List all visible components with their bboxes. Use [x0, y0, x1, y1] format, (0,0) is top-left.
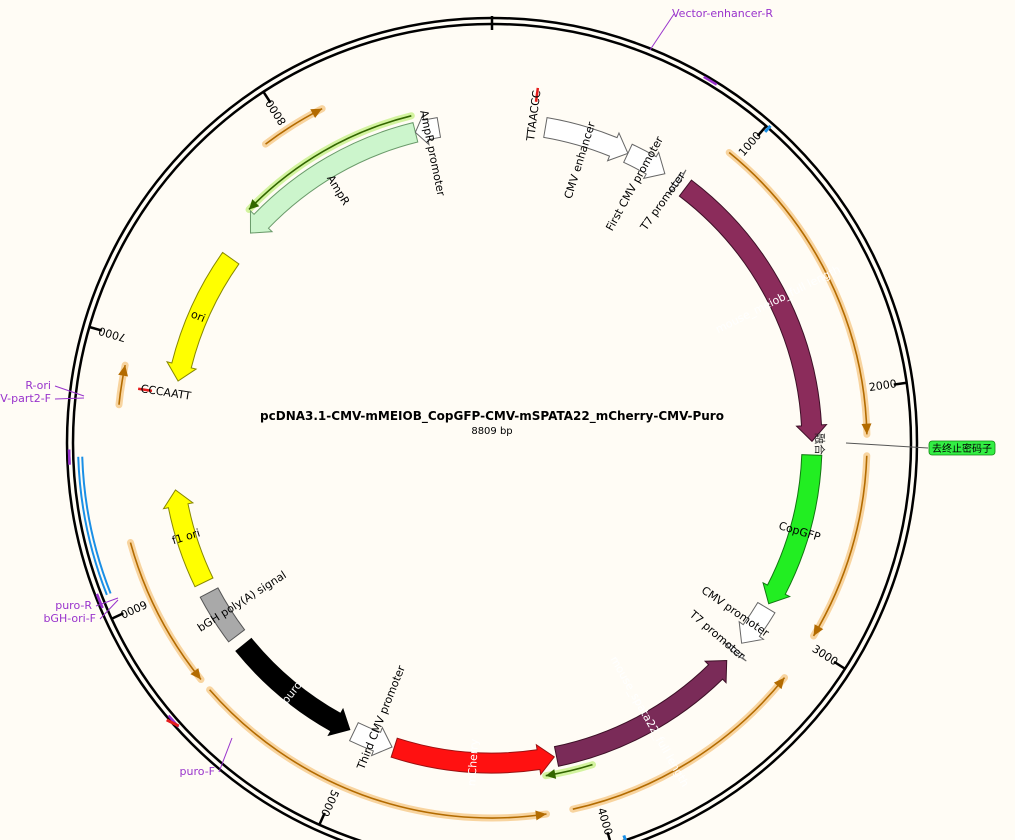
tick-mark — [318, 812, 326, 826]
site-mark-ttaaccc — [534, 87, 540, 102]
feature-t7-promoter-2 — [723, 641, 747, 662]
tick-mark — [89, 325, 103, 332]
feature-ampr — [249, 121, 419, 234]
coverage-arc — [81, 456, 112, 594]
orf-arrowhead — [190, 668, 201, 680]
plasmid-length: 8809 bp — [471, 426, 512, 437]
coverage-mark — [763, 124, 772, 133]
feature-first-cmv-promoter — [622, 143, 666, 180]
feature-label-ampr-promoter: AmpR promoter — [417, 109, 448, 198]
orf-arrowhead — [545, 769, 557, 779]
feature-label-mouse-meiob-full-length: mouse_meiob_full length — [714, 263, 843, 336]
orf-layer — [115, 105, 872, 822]
orf-arrowhead — [773, 677, 785, 690]
site-mark-cccaatt — [137, 387, 153, 393]
feature-ori — [165, 251, 240, 382]
orf-halo — [810, 452, 871, 640]
feature-puro — [235, 637, 351, 737]
feature-f1-ori — [162, 489, 214, 588]
stop-codon-badge — [928, 440, 996, 456]
feature-label-mcherry: mCherry — [465, 738, 481, 787]
tick-mark — [893, 381, 907, 386]
feature-mcherry — [390, 737, 555, 776]
coverage-mark — [622, 834, 627, 840]
tick-label: 5000 — [318, 788, 341, 819]
feature-copgfp — [762, 454, 823, 605]
primer-leader — [54, 385, 85, 397]
feature-cmv-enhancer — [543, 117, 629, 162]
orf-arc — [208, 689, 547, 819]
primer-mark — [703, 75, 718, 86]
feature-label-t7-promoter-1: T7 promoter — [637, 169, 688, 233]
feature-mouse-meiob-full-length — [678, 179, 828, 443]
tick-label: 3000 — [810, 642, 841, 668]
primer-leader — [95, 597, 119, 607]
site-label-ttaaccc: TTAACCC — [524, 89, 544, 142]
tick-mark — [262, 91, 272, 104]
feature-label-ampr: AmpR — [324, 173, 352, 208]
primer-mark — [95, 593, 104, 609]
tick-label: 7000 — [97, 324, 128, 344]
primer-label-vector-enhancer-r: Vector-enhancer-R — [672, 7, 773, 20]
primer-leader — [649, 13, 675, 51]
feature-label-ori: ori — [189, 308, 207, 326]
site-label-cccaatt: CCCAATT — [140, 382, 192, 403]
orf-arc — [812, 455, 868, 637]
puro-f-site-mark — [166, 718, 180, 728]
coverage-layer — [77, 124, 772, 840]
plasmid-name: pcDNA3.1-CMV-mMEIOB_CopGFP-CMV-mSPATA22_… — [260, 409, 724, 424]
tick-label: 4000 — [595, 806, 615, 837]
primer-leader — [99, 599, 119, 620]
tick-mark — [833, 660, 846, 670]
fusion-label: 融合 — [813, 433, 827, 455]
orf-arc — [572, 677, 786, 810]
tick-label: 6000 — [118, 597, 149, 621]
orf-arc — [248, 115, 412, 211]
stop-codon-label: 去终止密码子 — [932, 442, 992, 455]
tick-mark — [606, 831, 612, 840]
orf-arrowhead — [535, 810, 547, 821]
orf-arrowhead — [861, 423, 872, 435]
feature-mouse-spata22-full-length — [553, 659, 728, 767]
primer-label-r-ori: R-ori — [25, 379, 51, 392]
tick-label: 2000 — [868, 377, 898, 394]
tick-mark — [111, 612, 124, 620]
feature-ampr-promoter — [414, 113, 442, 146]
feature-t7-promoter-1 — [668, 169, 687, 195]
primer-label-v-part2-f: V-part2-F — [0, 392, 51, 405]
orf-arc — [129, 542, 202, 681]
primer-mark — [67, 449, 71, 465]
feature-third-cmv-promoter — [348, 721, 393, 757]
stop-codon-leader — [845, 442, 929, 449]
primer-leader — [54, 397, 85, 400]
coverage-arc — [77, 456, 108, 596]
orf-arrowhead — [310, 108, 323, 119]
orf-arrowhead — [118, 365, 129, 377]
feature-label-mouse-spata22-full-length: mouse_spata22_full length — [608, 654, 692, 789]
primer-label-puro-r: puro-R — [55, 599, 92, 612]
orf-arrowhead — [813, 624, 824, 636]
orf-arc — [728, 151, 868, 435]
tick-label: 8000 — [263, 97, 289, 128]
orf-arrowhead — [249, 199, 260, 210]
feature-second-cmv-promoter — [738, 601, 776, 644]
primer-label-puro-f: puro-F — [180, 765, 215, 778]
feature-bgh-poly-a-signal — [199, 587, 246, 643]
tick-mark — [756, 125, 768, 137]
primer-leader — [218, 737, 233, 773]
primer-label-bgh-ori-f: bGH-ori-F — [43, 612, 96, 625]
